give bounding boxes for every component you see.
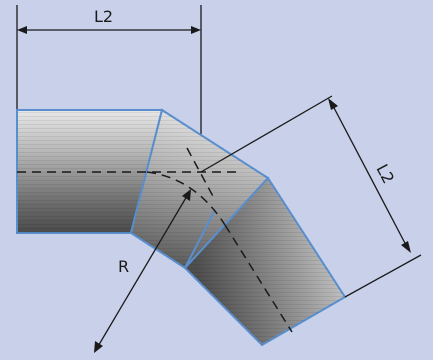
joint-seam xyxy=(184,209,216,269)
dimension-line-right xyxy=(331,103,408,248)
extension-line-right-lower xyxy=(344,254,422,298)
arrow-head-radius-top xyxy=(182,189,191,201)
arrow-head-right-bottom xyxy=(401,241,411,253)
centerline-angled xyxy=(224,224,293,333)
pipe-segment-angled xyxy=(183,176,347,347)
centerline-bend xyxy=(146,171,226,226)
label-l2-right: L2 xyxy=(372,161,398,187)
label-radius: R xyxy=(118,257,129,276)
extension-line-right-upper xyxy=(200,95,333,173)
arrow-head-top-right xyxy=(191,26,201,34)
radius-line xyxy=(96,195,188,349)
arrow-head-right-top xyxy=(328,98,338,110)
label-l2-top: L2 xyxy=(94,7,113,26)
arrow-head-top-left xyxy=(17,26,27,34)
centerline-bisector xyxy=(186,147,216,201)
arrow-head-radius-bottom xyxy=(94,341,103,353)
